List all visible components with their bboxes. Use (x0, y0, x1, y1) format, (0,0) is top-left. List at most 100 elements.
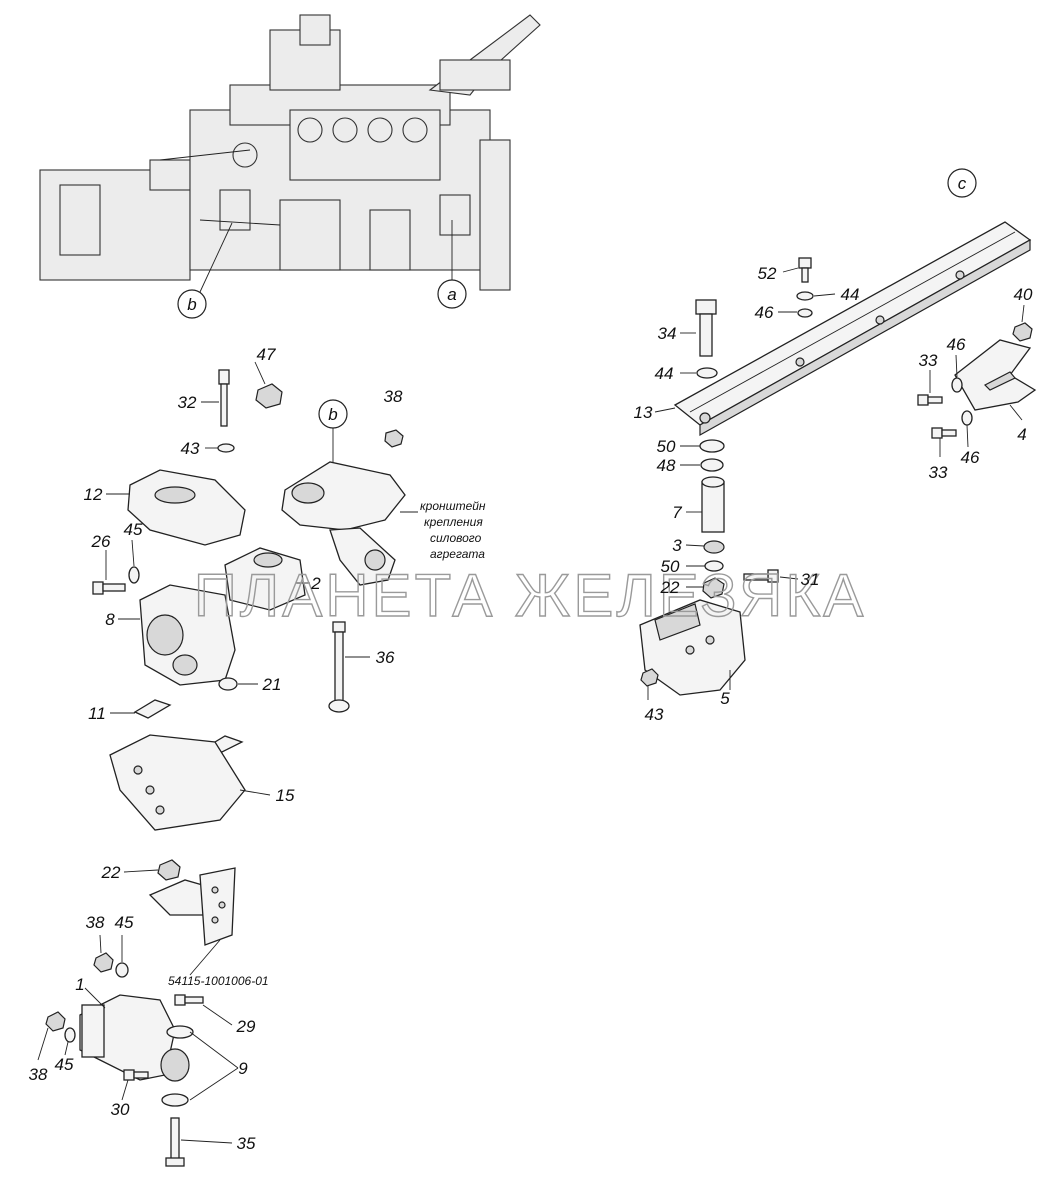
watermark: ПЛАНЕТА ЖЕЛЕЗЯКА (194, 562, 867, 629)
washer-43 (217, 443, 235, 453)
label-45-c: 45 (55, 1055, 74, 1074)
cushion-8 (139, 584, 236, 686)
label-12: 12 (84, 485, 103, 504)
label-34: 34 (658, 324, 677, 343)
label-36: 36 (376, 648, 395, 667)
bolt-34 (695, 299, 717, 357)
washer-44-b (696, 367, 718, 379)
svg-text:c: c (958, 174, 967, 193)
nut-22-b (702, 577, 725, 599)
nut-22 (157, 859, 181, 881)
label-50: 50 (657, 437, 676, 456)
label-22-b: 22 (660, 578, 680, 597)
label-9: 9 (238, 1059, 248, 1078)
svg-text:крепления: крепления (424, 515, 483, 529)
callout-b-bracket: b (318, 399, 348, 429)
bolt-31 (743, 569, 779, 583)
angle-bracket (148, 867, 236, 946)
bushing-3 (703, 540, 725, 554)
label-13: 13 (634, 403, 653, 422)
label-45: 45 (124, 520, 143, 539)
label-1: 1 (75, 975, 84, 994)
label-8: 8 (105, 610, 115, 629)
bolt-36 (328, 621, 350, 713)
label-44: 44 (841, 285, 860, 304)
svg-text:кронштейн: кронштейн (420, 499, 486, 513)
nut-38-c (45, 1011, 66, 1032)
label-38-b: 38 (86, 913, 105, 932)
washer-50 (699, 439, 725, 453)
bolt-35 (165, 1117, 185, 1167)
part-code: 54115-1001006-01 (168, 974, 269, 988)
label-21: 21 (262, 675, 282, 694)
engine-mount-bracket (281, 428, 406, 586)
bolt-52 (798, 257, 812, 283)
bolt-32 (218, 369, 230, 427)
nut-38-b (93, 952, 114, 973)
label-30: 30 (111, 1100, 130, 1119)
label-47: 47 (257, 345, 276, 364)
label-43-b: 43 (645, 705, 664, 724)
label-33-b: 33 (929, 463, 948, 482)
label-2: 2 (310, 574, 321, 593)
callout-b-engine: b (177, 289, 207, 319)
part-labels: 47 32 43 38 12 26 45 8 2 36 21 11 15 22 … (29, 264, 1033, 1153)
washer-46 (797, 308, 813, 318)
bolt-29 (174, 994, 204, 1006)
label-31: 31 (801, 570, 820, 589)
cap-21 (218, 677, 238, 691)
label-26: 26 (91, 532, 111, 551)
label-46-b: 46 (947, 335, 966, 354)
washer-45 (128, 566, 140, 584)
bracket-note: кронштейн крепления силового агрегата (420, 499, 486, 561)
washer-46-c (961, 410, 973, 426)
svg-text:агрегата: агрегата (430, 547, 485, 561)
label-40: 40 (1014, 285, 1033, 304)
washer-45-c (64, 1027, 76, 1043)
label-5: 5 (720, 689, 730, 708)
bolt-26 (92, 581, 126, 595)
bushing-9-mid (160, 1048, 190, 1082)
svg-text:b: b (328, 405, 337, 424)
label-44-b: 44 (655, 364, 674, 383)
label-15: 15 (276, 786, 295, 805)
svg-text:a: a (447, 285, 456, 304)
base-15 (109, 734, 246, 831)
bushing-9-bot (161, 1093, 189, 1107)
bolt-30 (123, 1069, 149, 1081)
label-11: 11 (88, 704, 106, 723)
label-4: 4 (1017, 425, 1026, 444)
label-52: 52 (758, 264, 777, 283)
label-48: 48 (657, 456, 676, 475)
nut-40 (1012, 322, 1033, 342)
label-46-c: 46 (961, 448, 980, 467)
label-29: 29 (236, 1017, 256, 1036)
callout-a: a (437, 279, 467, 309)
plate-11 (133, 699, 172, 719)
label-22: 22 (101, 863, 121, 882)
cross-beam-13 (673, 221, 1032, 437)
svg-text:b: b (187, 295, 196, 314)
label-50-b: 50 (661, 557, 680, 576)
bolt-33-a (917, 394, 943, 406)
bracket-4 (954, 339, 1037, 411)
label-33: 33 (919, 351, 938, 370)
label-7: 7 (672, 503, 682, 522)
nut-43-b (640, 668, 659, 687)
cover-12 (127, 469, 246, 546)
washer-45-b (115, 962, 129, 978)
label-38-c: 38 (29, 1065, 48, 1084)
label-35: 35 (237, 1134, 256, 1153)
bushing-9-top (166, 1025, 194, 1039)
callout-c: c (947, 168, 977, 198)
engine-assembly (39, 14, 541, 291)
label-45-b: 45 (115, 913, 134, 932)
washer-48 (700, 458, 724, 472)
washer-44 (796, 291, 814, 301)
sleeve-7 (701, 476, 725, 533)
nut-38 (384, 429, 404, 448)
nut-47 (255, 383, 283, 409)
washer-46-b (951, 377, 963, 393)
label-43: 43 (181, 439, 200, 458)
label-3: 3 (672, 536, 682, 555)
